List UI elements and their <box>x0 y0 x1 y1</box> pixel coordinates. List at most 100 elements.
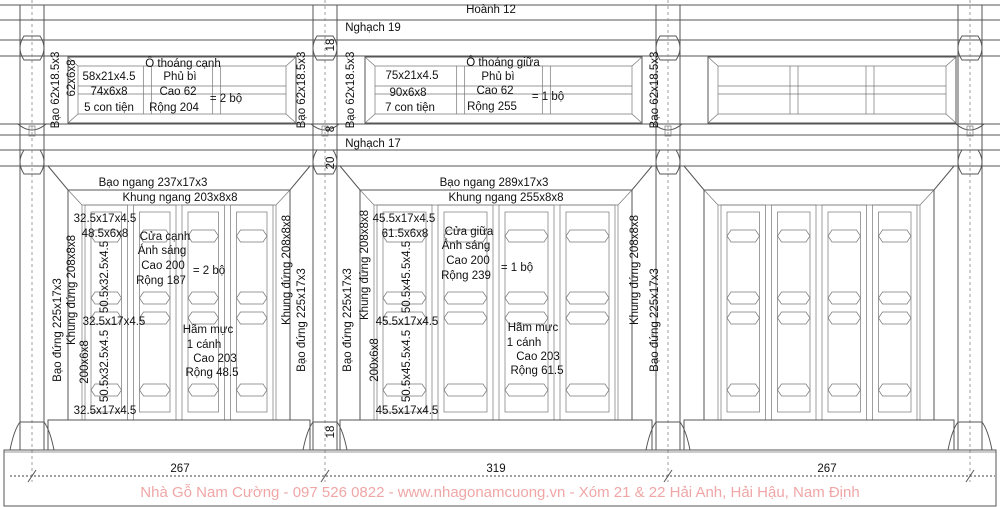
post-peg <box>664 125 672 137</box>
door-side-title: Cửa cạnh <box>140 231 191 243</box>
upper-middle-qty: = 1 bộ <box>532 91 564 103</box>
door-rail <box>726 383 760 397</box>
post-tenon <box>19 149 45 175</box>
label-nghach-17: Nghạch 17 <box>345 138 401 150</box>
dim-right-bay: 267 <box>817 463 836 475</box>
door-side-light: Ánh sáng <box>138 244 187 257</box>
door-leaf-panel <box>90 211 122 413</box>
door-rail <box>777 383 811 397</box>
door-sill <box>683 419 955 451</box>
door-side-stile: 200x6x8 <box>79 340 91 383</box>
door-rail <box>382 291 427 305</box>
door-sill <box>339 419 653 451</box>
door-leaf-panel <box>777 211 811 413</box>
door-rail <box>504 383 549 397</box>
door-side-height: Cao 200 <box>141 260 184 272</box>
upper-middle-title: Ô thoáng giữa <box>466 56 540 69</box>
post-base <box>302 421 348 451</box>
door-middle-rail-bottom: 45.5x17x4.5 <box>376 405 439 417</box>
post-peg <box>966 125 974 137</box>
door-head-bevel <box>47 165 311 191</box>
upper-side-qty: = 2 bộ <box>210 93 242 105</box>
door-rail <box>878 291 912 305</box>
upper-side-height: Cao 62 <box>159 86 196 98</box>
door-rail <box>443 311 488 325</box>
transom-divider <box>142 66 152 114</box>
upper-middle-part2: 90x6x8 <box>389 87 426 99</box>
door-rail <box>139 383 171 397</box>
transom-divider <box>456 66 466 114</box>
dimension-tick <box>663 469 673 483</box>
door-side-qty: = 2 bộ <box>193 265 225 277</box>
door-rail <box>443 383 488 397</box>
door-rail <box>726 229 760 243</box>
door-side-rail-small: 48.5x6x8 <box>82 228 129 240</box>
door-leaf-panel <box>827 211 861 413</box>
door-side-khung-dung-left: Khung đứng 208x8x8 <box>66 235 78 345</box>
upper-side-part1: 58x21x4.5 <box>82 71 135 83</box>
door-side-rail-top: 32.5x17x4.5 <box>74 213 137 225</box>
door-middle-rail-small: 61.5x6x8 <box>382 228 429 240</box>
door-rail <box>878 383 912 397</box>
transom-divider <box>212 66 222 114</box>
door-side-bao-dung-left: Bạo đứng 225x17x3 <box>52 278 64 382</box>
door-middle-qty: = 1 bộ <box>501 262 533 274</box>
upper-middle-width: Rộng 255 <box>467 101 517 113</box>
foundation <box>3 449 997 507</box>
door-rail <box>187 383 219 397</box>
post-tenon <box>957 149 983 175</box>
door-rail <box>90 311 122 325</box>
post-collar <box>653 123 683 131</box>
door-rail <box>236 383 268 397</box>
door-middle-bao-dung-left: Bạo đứng 225x17x3 <box>342 268 354 372</box>
door-rail <box>236 291 268 305</box>
upper-side-frame: 62x6x8 <box>66 59 78 96</box>
upper-middle-height: Cao 62 <box>476 85 513 97</box>
post <box>957 4 983 451</box>
upper-side-bao-right: Bạo 62x18.5x3 <box>296 52 308 129</box>
post-collar <box>17 123 47 131</box>
post-tenon <box>957 35 983 61</box>
door-rail <box>777 311 811 325</box>
door-middle-leaf-height: Cao 203 <box>516 351 559 363</box>
upper-side-type: Phủ bì <box>163 71 196 83</box>
post-tenon <box>655 149 681 175</box>
post-base <box>9 421 55 451</box>
label-hoanh: Hoành 12 <box>466 4 516 16</box>
door-middle-leaf-title: Hãm mực <box>508 322 559 334</box>
door-rail <box>236 311 268 325</box>
post-base <box>947 421 993 451</box>
door-rail <box>504 291 549 305</box>
door-middle-panel-lower: 50.5x45.5x4.5 <box>401 330 413 402</box>
transom-divider <box>789 66 799 114</box>
dim-18-top: 18 <box>325 39 337 52</box>
post <box>19 4 45 451</box>
door-middle-rail-top: 45.5x17x4.5 <box>373 213 436 225</box>
door-rail <box>565 291 610 305</box>
door-middle-height: Cao 200 <box>446 255 489 267</box>
dim-middle-bay: 319 <box>486 463 505 475</box>
transom-bevel <box>364 56 643 124</box>
post <box>312 4 338 451</box>
door-middle-title: Cửa giữa <box>445 226 494 238</box>
upper-side-title: Ô thoáng cạnh <box>145 57 220 70</box>
door-middle-width: Rộng 239 <box>441 270 491 282</box>
door-rail <box>139 291 171 305</box>
door-middle-leaf-count: 1 cánh <box>507 337 542 349</box>
door-rail <box>504 311 549 325</box>
door-rail <box>827 383 861 397</box>
door-rail <box>827 229 861 243</box>
door-side-bao-dung-right: Bạo đứng 225x17x3 <box>296 268 308 372</box>
door-rail <box>139 229 171 243</box>
door-leaf-panel <box>565 211 610 413</box>
post-tenon <box>312 149 338 175</box>
door-rail <box>443 291 488 305</box>
upper-side-bao-left: Bạo 62x18.5x3 <box>50 52 62 129</box>
upper-middle-type: Phủ bì <box>481 71 514 83</box>
post-tenon <box>312 35 338 61</box>
transom-frame <box>364 56 643 124</box>
door-side-panel-lower: 50.5x32.5x4.5 <box>99 330 111 402</box>
door-side-leaf-width: Rộng 48.5 <box>185 367 238 379</box>
door-leaf-panel <box>236 211 268 413</box>
